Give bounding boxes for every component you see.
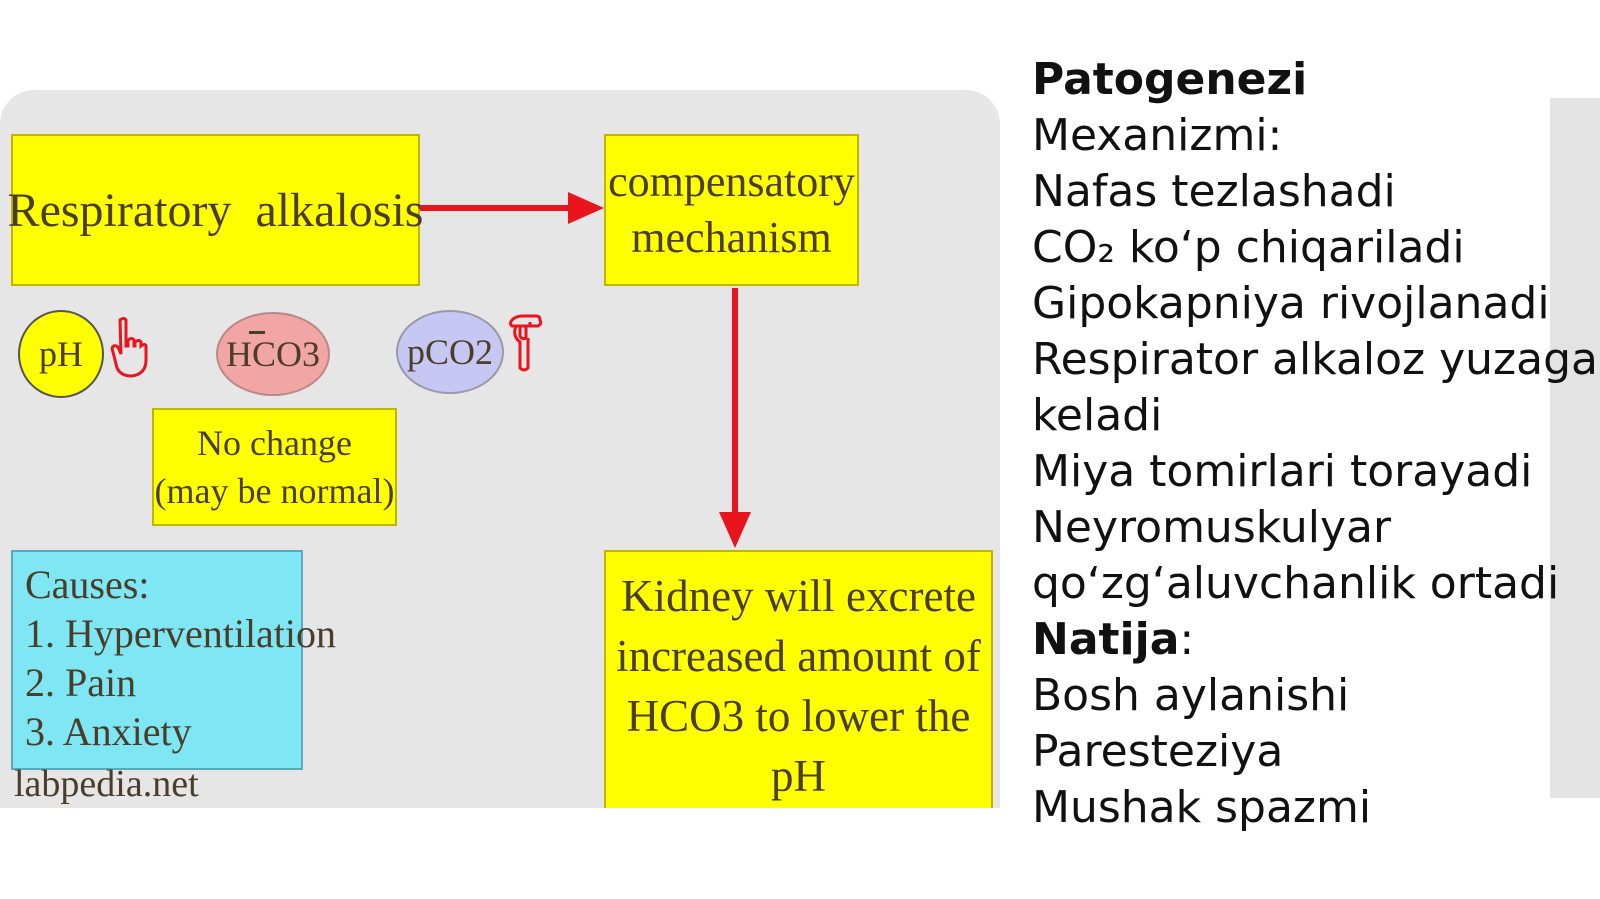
flow-arrows [420, 192, 751, 548]
arrow-right-head [568, 192, 604, 224]
decorative-strip [1550, 98, 1600, 798]
kidney-line-1: Kidney will excrete [621, 571, 976, 621]
text-line: Gipokapniya rivojlanadi [1032, 278, 1550, 329]
causes-title: Causes: [25, 562, 150, 607]
no-change-line-2: (may be normal) [154, 471, 395, 511]
cause-item: 1. Hyperventilation [25, 611, 337, 656]
ph-oval: pH [18, 310, 104, 398]
text-line: keladi [1032, 390, 1163, 441]
compensatory-line-2: mechanism [631, 213, 832, 262]
no-change-line-1: No change [197, 423, 352, 463]
compensatory-mechanism-box: compensatory mechanism [604, 134, 859, 286]
watermark: labpedia.net [14, 763, 199, 805]
text-line: Neyromuskulyar [1032, 502, 1392, 553]
text-line: Miya tomirlari torayadi [1032, 446, 1533, 497]
respiratory-alkalosis-label: Respiratory alkalosis [7, 183, 424, 237]
result-line: Mushak spazmi [1032, 782, 1372, 833]
pco2-oval: pCO2 [396, 310, 504, 394]
kidney-line-2: increased amount of [616, 631, 981, 681]
kidney-box: Kidney will excrete increased amount of … [604, 550, 993, 808]
causes-box: Causes: 1. Hyperventilation 2. Pain 3. A… [11, 550, 337, 770]
cause-item: 3. Anxiety [25, 709, 192, 754]
hand-pointing-up-icon [110, 317, 148, 378]
arrow-down-head [719, 512, 751, 548]
result-label: Natija [1032, 614, 1180, 665]
text-line: Nafas tezlashadi [1032, 166, 1396, 217]
result-line: Paresteziya [1032, 726, 1284, 777]
hco3-label: HCO3 [225, 331, 320, 374]
pco2-label: pCO2 [406, 332, 493, 372]
hand-pointing-down-icon [509, 314, 543, 372]
result-line: Bosh aylanishi [1032, 670, 1350, 721]
hco3-oval: HCO3 [216, 312, 330, 396]
kidney-line-3: HCO3 to lower the [626, 691, 971, 741]
text-line: Mexanizmi: [1032, 110, 1283, 161]
diagram-image: Respiratory alkalosis compensatory mecha… [0, 90, 1000, 808]
kidney-line-4: pH [770, 751, 826, 801]
text-line: qo‘zg‘aluvchanlik ortadi [1032, 558, 1560, 609]
heading: Patogenezi [1032, 54, 1308, 105]
no-change-box: No change (may be normal) [152, 408, 397, 526]
result-heading: Natija: [1032, 612, 1592, 668]
cause-item: 2. Pain [25, 660, 137, 705]
compensatory-line-1: compensatory [608, 157, 855, 206]
respiratory-alkalosis-box: Respiratory alkalosis [8, 134, 423, 286]
text-panel: Patogenezi Mexanizmi: Nafas tezlashadi C… [1032, 52, 1599, 836]
text-line: Respirator alkaloz yuzaga [1032, 334, 1599, 385]
text-line: CO₂ ko‘p chiqariladi [1032, 222, 1465, 273]
ph-label: pH [39, 334, 83, 374]
result-colon: : [1179, 614, 1195, 665]
